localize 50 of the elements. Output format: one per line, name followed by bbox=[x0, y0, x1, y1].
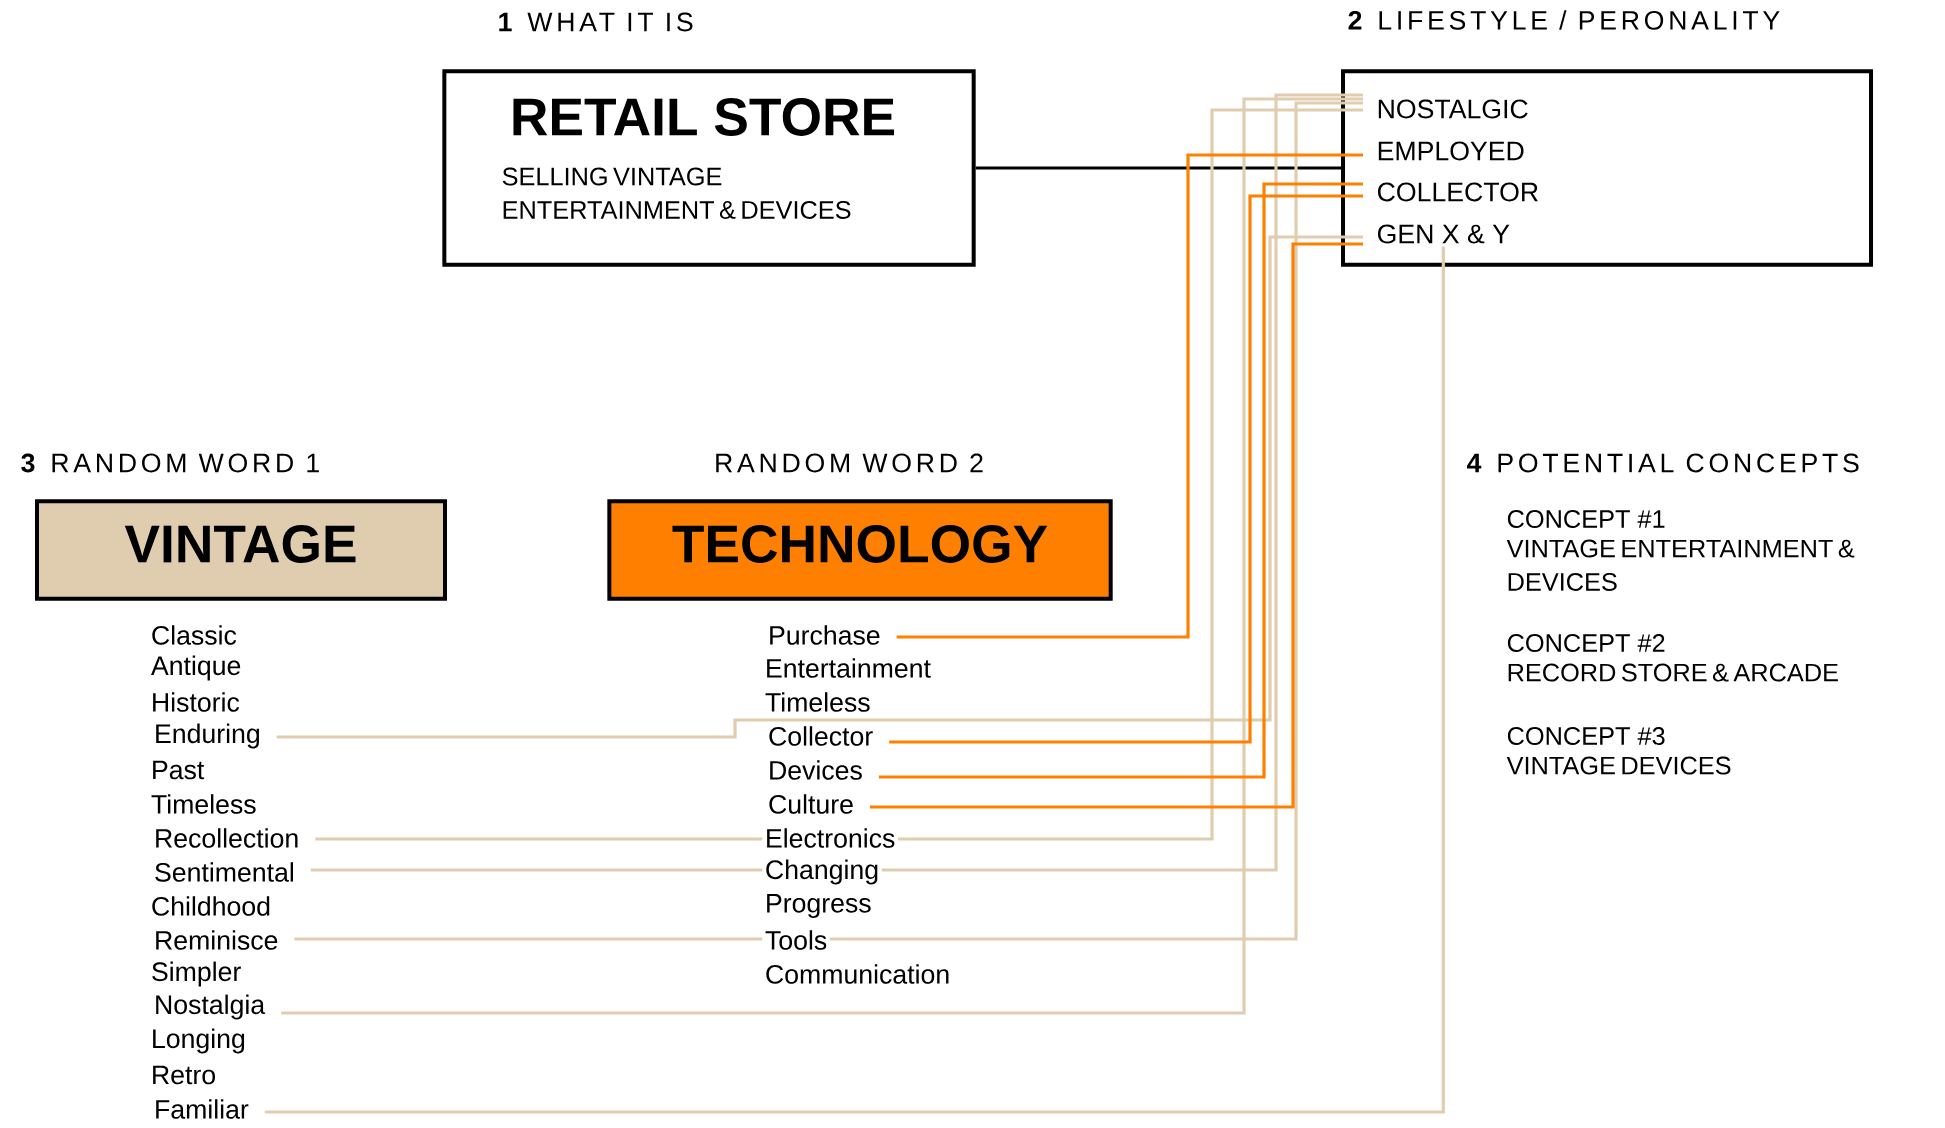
word-text: Electronics bbox=[762, 826, 899, 850]
word-text: Devices bbox=[765, 758, 866, 782]
word-text: Enduring bbox=[151, 722, 264, 750]
concept-text: RECORD STORE & ARCADE bbox=[1508, 663, 1838, 682]
word-text: Culture bbox=[765, 792, 857, 816]
connector-line bbox=[975, 166, 1341, 170]
section-heading: 1 WHAT IT IS bbox=[499, 12, 693, 32]
word-text: Longing bbox=[148, 1027, 249, 1055]
list-item: GEN X & Y bbox=[1377, 224, 1510, 244]
word-text: Timeless bbox=[148, 792, 260, 816]
section-heading: 4 POTENTIAL CONCEPTS bbox=[1467, 453, 1859, 473]
word-text: Changing bbox=[762, 858, 882, 886]
list-item: NOSTALGIC bbox=[1378, 99, 1528, 119]
word-text: Past bbox=[148, 759, 207, 781]
connector-line bbox=[276, 235, 1363, 739]
word-text: Progress bbox=[762, 892, 875, 920]
word-text: Sentimental bbox=[151, 860, 298, 884]
list-item: COLLECTOR bbox=[1378, 182, 1538, 202]
section-heading: RANDOM WORD 2 bbox=[716, 453, 983, 473]
concept-text: VINTAGE DEVICES bbox=[1506, 756, 1731, 775]
word-text: Timeless bbox=[762, 690, 874, 714]
concept-text: VINTAGE ENTERTAINMENT & DEVICES bbox=[1506, 539, 1855, 591]
word-text: Entertainment bbox=[762, 656, 934, 680]
word-text: Tools bbox=[762, 928, 830, 952]
connector-line bbox=[264, 246, 1445, 1114]
box-title: VINTAGE bbox=[124, 525, 356, 563]
word-text: Purchase bbox=[765, 623, 884, 647]
box-title: TECHNOLOGY bbox=[672, 525, 1048, 563]
word-text: Nostalgia bbox=[151, 993, 268, 1021]
word-text: Recollection bbox=[151, 826, 302, 850]
word-text: Classic bbox=[148, 623, 240, 647]
word-text: Reminisce bbox=[151, 928, 282, 952]
list-item: EMPLOYED bbox=[1378, 141, 1524, 161]
word-text: Collector bbox=[765, 724, 876, 748]
box-subtitle: SELLING VINTAGE ENTERTAINMENT & DEVICES bbox=[502, 167, 851, 219]
word-text: Retro bbox=[148, 1064, 219, 1086]
concept-title: CONCEPT #3 bbox=[1507, 727, 1665, 745]
connector-line bbox=[869, 242, 1363, 809]
connector-line bbox=[896, 153, 1363, 639]
word-text: Childhood bbox=[148, 894, 274, 918]
section-heading: 2 LIFESTYLE / PERONALITY bbox=[1348, 10, 1780, 30]
word-text: Historic bbox=[148, 690, 243, 714]
word-text: Familiar bbox=[151, 1097, 252, 1121]
section-heading: 3 RANDOM WORD 1 bbox=[21, 453, 319, 473]
word-text: Simpler bbox=[148, 960, 244, 988]
concept-title: CONCEPT #1 bbox=[1507, 510, 1665, 528]
word-text: Antique bbox=[148, 654, 245, 682]
box-title: RETAIL STORE bbox=[513, 98, 895, 136]
word-text: Communication bbox=[762, 962, 953, 986]
concept-title: CONCEPT #2 bbox=[1507, 634, 1665, 652]
